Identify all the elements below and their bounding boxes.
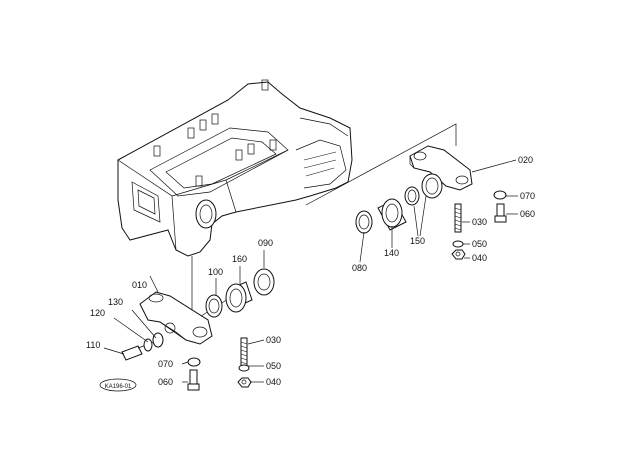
reference-code-text: KA196-01 <box>105 384 132 390</box>
label-120: 120 <box>90 308 105 318</box>
bushing-upper <box>355 173 443 234</box>
label-100: 100 <box>208 267 223 277</box>
label-140: 140 <box>384 248 399 258</box>
label-110: 110 <box>86 340 100 350</box>
label-020: 020 <box>518 155 533 165</box>
label-070-lower: 070 <box>158 359 173 369</box>
label-060-lower: 060 <box>158 377 173 387</box>
bolt-assembly-lower <box>187 357 201 391</box>
part-labels: 020 070 060 030 050 040 150 140 080 090 … <box>86 155 535 387</box>
housing-case <box>117 79 353 257</box>
arm-bracket-020 <box>409 145 473 191</box>
label-090: 090 <box>258 238 273 248</box>
label-leaders <box>103 159 518 383</box>
label-040-lower: 040 <box>266 377 281 387</box>
label-040-right: 040 <box>472 253 487 263</box>
bolt-assembly-right <box>493 190 507 223</box>
label-150: 150 <box>410 236 425 246</box>
label-160: 160 <box>232 254 247 264</box>
label-080: 080 <box>352 263 367 273</box>
label-050-right: 050 <box>472 239 487 249</box>
reference-code-badge: KA196-01 <box>99 378 137 392</box>
label-030-lower: 030 <box>266 335 281 345</box>
label-070-right: 070 <box>520 191 535 201</box>
bracket-010 <box>139 291 213 345</box>
stud-assembly-lower <box>237 337 252 388</box>
stud-assembly-right <box>451 203 466 260</box>
label-060-right: 060 <box>520 209 535 219</box>
label-010: 010 <box>132 280 147 290</box>
label-050-lower: 050 <box>266 361 281 371</box>
label-030-right: 030 <box>472 217 487 227</box>
bolt-assembly-left <box>121 332 164 361</box>
label-130: 130 <box>108 297 123 307</box>
bushing-lower <box>205 268 275 318</box>
